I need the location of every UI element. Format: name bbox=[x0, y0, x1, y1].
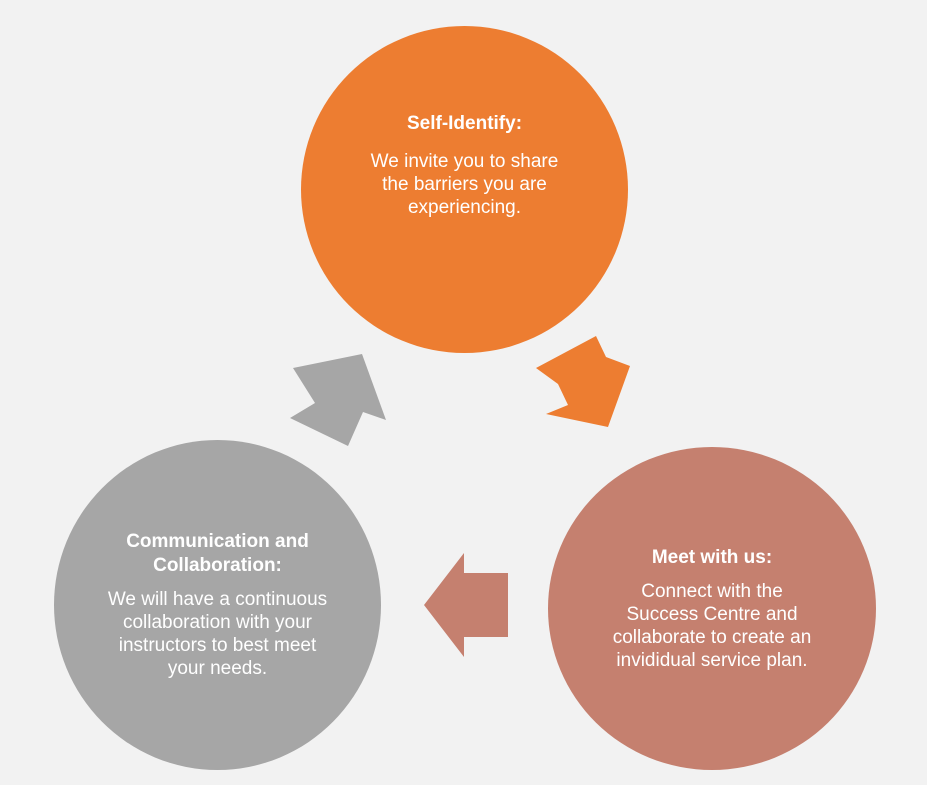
node-self-identify: Self-Identify: We invite you to share th… bbox=[301, 26, 628, 353]
node-meet-with-us-body: Connect with the Success Centre and coll… bbox=[612, 580, 812, 671]
arrow-self-identify-to-meet bbox=[536, 336, 630, 427]
arrow-meet-to-communication bbox=[424, 553, 508, 657]
node-communication-body: We will have a continuous collaboration … bbox=[107, 589, 328, 679]
node-self-identify-body: We invite you to share the barriers you … bbox=[370, 151, 559, 218]
node-communication-title: Communication and Collaboration: bbox=[126, 531, 309, 576]
node-communication: Communication and Collaboration: We will… bbox=[54, 440, 381, 770]
node-meet-with-us-title: Meet with us: bbox=[651, 546, 773, 568]
node-meet-with-us: Meet with us: Connect with the Success C… bbox=[548, 447, 876, 770]
node-self-identify-title: Self-Identify: bbox=[406, 113, 523, 134]
arrow-communication-to-self-identify bbox=[290, 354, 386, 446]
